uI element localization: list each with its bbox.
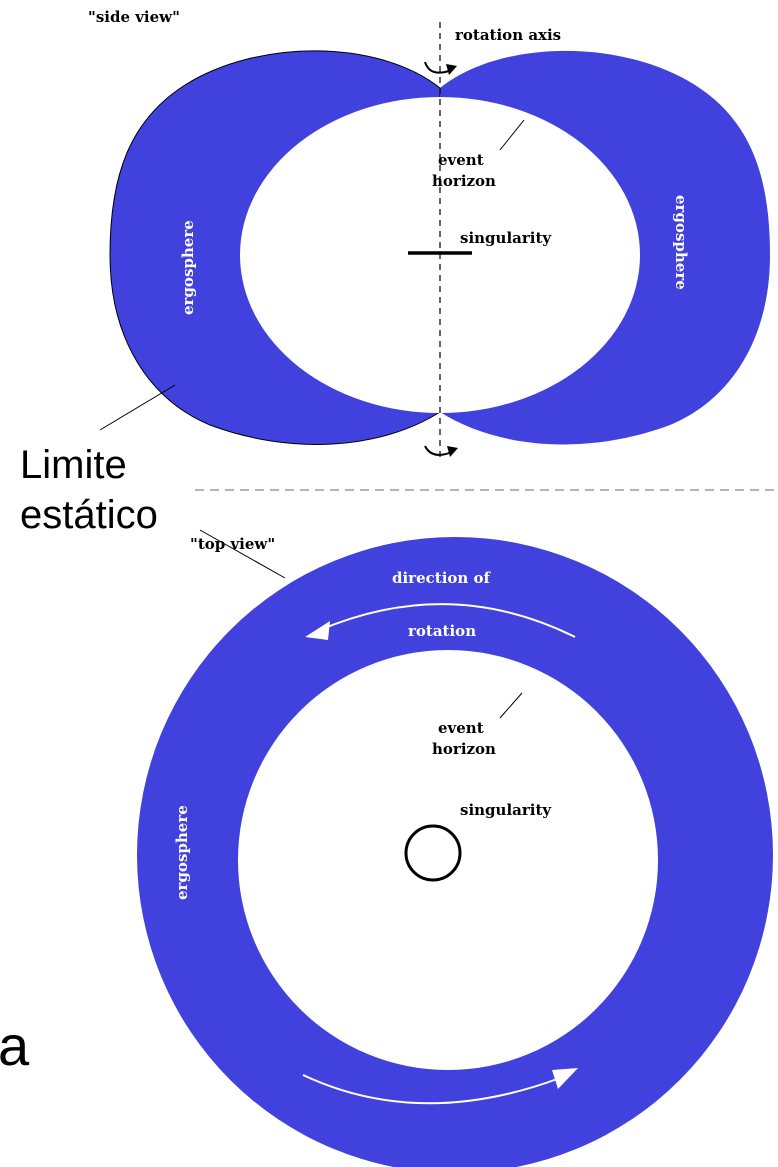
top-view: "top view" direction of rotation event h… — [137, 530, 773, 1167]
event-horizon-label-side-2: horizon — [432, 172, 496, 190]
top-view-caption: "top view" — [190, 535, 275, 553]
static-limit-pointer-side — [100, 385, 175, 430]
static-limit-label-2: estático — [20, 493, 158, 537]
ergosphere-label-right: ergosphere — [672, 195, 690, 290]
rotation-axis-label: rotation axis — [455, 26, 561, 44]
side-view-caption: "side view" — [88, 8, 180, 26]
direction-label-1: direction of — [392, 569, 492, 587]
event-horizon-label-top-1: event — [438, 719, 484, 737]
event-horizon-label-side-1: event — [438, 151, 484, 169]
static-limit-label-1: Limite — [20, 443, 127, 487]
direction-label-2: rotation — [408, 622, 476, 640]
side-view: "side view" rotation axis event horizon … — [88, 8, 770, 458]
singularity-label-side: singularity — [460, 229, 552, 247]
rotation-arrowhead-top-icon — [446, 64, 457, 75]
rotation-arrowhead-bottom-icon — [447, 446, 458, 457]
cropped-letter: a — [0, 1014, 30, 1077]
event-horizon-top — [238, 650, 658, 1070]
event-horizon-label-top-2: horizon — [432, 740, 496, 758]
ergosphere-label-left: ergosphere — [179, 220, 197, 315]
singularity-label-top: singularity — [460, 801, 552, 819]
ergosphere-label-top: ergosphere — [173, 805, 191, 900]
